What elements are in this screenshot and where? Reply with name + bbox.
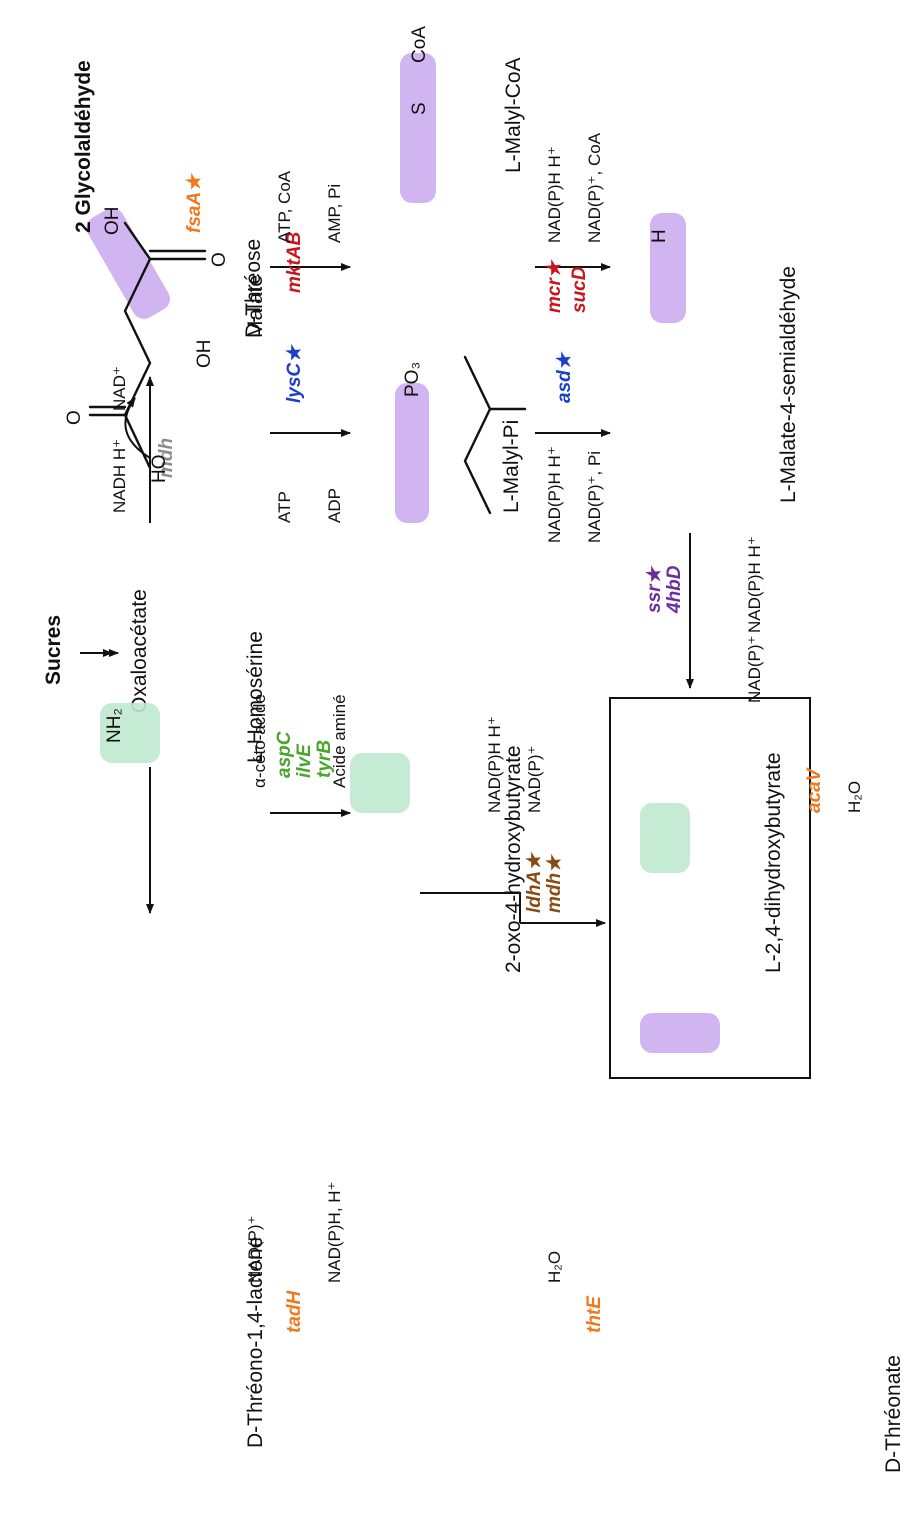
malate-o2: O (209, 252, 230, 267)
label-oxo: 2-oxo-4-hydroxybutyrate (502, 745, 525, 973)
gene-fsaA: fsaA★ (184, 172, 205, 233)
label-dhb: L-2,4-dihydroxybutyrate (762, 752, 785, 973)
cofactor-nad: NAD⁺ (110, 366, 129, 411)
highlight-dhb-stereo (640, 803, 690, 873)
cofactor-atp-coa: ATP, CoA (275, 170, 294, 243)
gene-asd: asd★ (554, 350, 575, 403)
malate-o1: O (64, 410, 85, 425)
cofactor-nadp-d: NAD(P)⁺ (245, 1215, 264, 1283)
malate-ho: HO (149, 455, 170, 484)
highlight-malate-acid (86, 208, 170, 319)
label-threonate: D-Thréonate (882, 1355, 905, 1473)
highlight-homoserine-nh2 (100, 703, 160, 763)
label-threonolactone: D-Thréono-1,4-lactone (244, 1237, 267, 1448)
dhb-structure (640, 803, 720, 1053)
gene-4hbd: 4hbD (664, 565, 685, 614)
cofactor-h2o: H₂O (545, 1251, 564, 1283)
cofactor-nadp-3: NAD(P)⁺ (745, 635, 764, 703)
gene-ssr: ssr★ (644, 564, 665, 613)
malate-structure (86, 208, 207, 470)
label-sucres: Sucres (42, 615, 65, 685)
label-malylpi: L-Malyl-Pi (500, 420, 523, 513)
label-malate: Malate (244, 275, 267, 338)
gene-mdh: mdh (156, 438, 177, 478)
malylcoa-s: S (409, 102, 430, 115)
cofactor-nadph-3: NAD(P)H H⁺ (745, 536, 764, 633)
cofactor-nadph-4: NAD(P)H H⁺ (485, 716, 504, 813)
malylcoa-coa: CoA (409, 26, 430, 63)
semialdehyde-structure (650, 213, 686, 323)
malate-oh: OH (194, 340, 215, 369)
label-threose: D-Thréose (242, 239, 265, 338)
highlight-malylcoa (400, 53, 436, 203)
cofactor-nadph-1: NAD(P)H H⁺ (545, 446, 564, 543)
cofactor-nadh: NADH H⁺ (110, 439, 129, 513)
highlight-semialdehyde (650, 213, 686, 323)
gene-ilvE: ilvE (294, 743, 315, 778)
malate-oh2: OH (102, 207, 123, 236)
malylcoa-structure (400, 53, 436, 203)
cofactor-nadph-2: NAD(P)H H⁺ (545, 146, 564, 243)
cofactor-nadp-pi: NAD(P)⁺, Pi (585, 451, 604, 543)
label-semialdehyde: L-Malate-4-semialdéhyde (777, 266, 800, 503)
highlight-dhb-oh (640, 1013, 720, 1053)
cofactor-atp: ATP (275, 491, 294, 523)
gene-ldhA: ldhA★ (524, 851, 545, 913)
cofactor-nadph-comma: NAD(P)H, H⁺ (325, 1181, 344, 1283)
cofactor-h2o-b: H₂O (845, 781, 864, 813)
gene-sucD: sucD (569, 266, 590, 313)
gene-mdh2: mdh★ (544, 853, 565, 913)
gene-tyrB: tyrB (314, 740, 335, 778)
gene-lysC: lysC★ (284, 343, 305, 403)
gene-mcr: mcr★ (544, 258, 565, 313)
gene-tadH: tadH (284, 1290, 305, 1334)
gene-mktAB: mktAB (284, 231, 305, 293)
dhb-box (609, 697, 811, 1079)
semi-h: H (649, 229, 670, 243)
cofactor-ketoacid: α-céto-acide (250, 694, 269, 788)
label-oxaloacetate: Oxaloacétate (128, 589, 151, 713)
label-malylcoa: L-Malyl-CoA (502, 57, 525, 173)
homoserine-nh2: NH₂ (104, 708, 125, 743)
malylpi-structure (395, 355, 527, 523)
cofactor-nadp-4: NAD(P)⁺ (525, 745, 544, 813)
label-glycolaldehyde: 2 Glycolaldéhyde (72, 60, 95, 233)
highlight-malylpi (395, 383, 429, 523)
cofactor-amp-pi: AMP, Pi (325, 184, 344, 243)
gene-acaV: acaV (804, 767, 825, 813)
arrow-oxo-dhb (420, 892, 521, 923)
gene-thtE: thtE (584, 1295, 605, 1333)
gene-aspC: aspC (274, 731, 295, 778)
cofactor-aminoacid: Acide aminé (330, 694, 349, 788)
label-homoserine: L-Homosérine (244, 631, 267, 763)
cofactor-adp: ADP (325, 488, 344, 523)
malylpi-po3: PO₃ (402, 362, 423, 397)
highlight-oxo (350, 753, 410, 813)
cofactor-nadp-coa: NAD(P)⁺, CoA (585, 132, 604, 243)
homoserine-structure (100, 703, 160, 763)
oxo-structure (350, 753, 410, 813)
